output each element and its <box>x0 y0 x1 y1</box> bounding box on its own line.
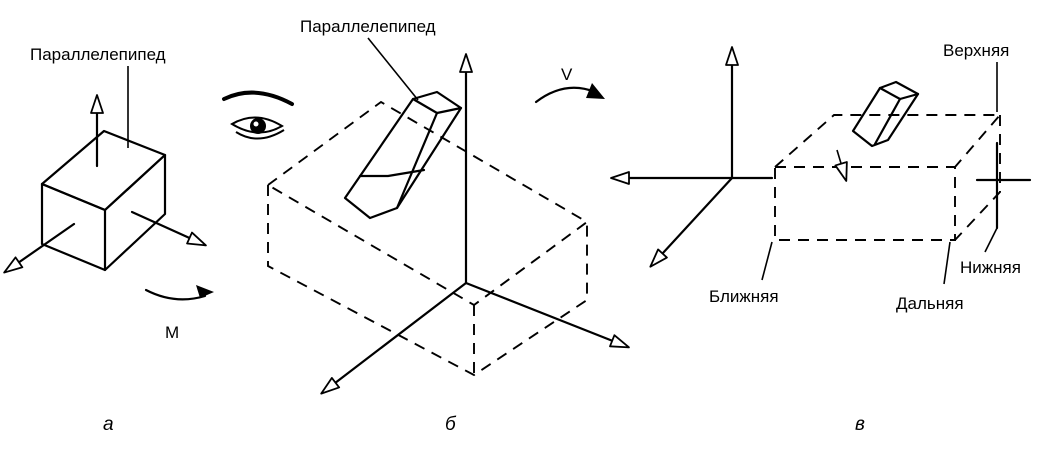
label-bottom: Нижняя <box>960 258 1021 277</box>
leader-b <box>367 37 419 101</box>
label-far: Дальняя <box>896 294 964 313</box>
axis-right-a <box>130 210 207 247</box>
axis-left-b <box>320 281 468 395</box>
rotation-arrow-v <box>534 86 597 104</box>
label-near: Ближняя <box>709 287 779 306</box>
axes-b <box>320 53 630 395</box>
axis-left-a <box>3 222 76 274</box>
eye-icon <box>222 90 294 140</box>
caption-b: б <box>445 414 457 435</box>
dashed-box-c <box>774 114 1003 241</box>
crosshair-c <box>975 141 1032 230</box>
leader-near <box>761 241 773 281</box>
small-parallelepiped-c <box>851 80 920 148</box>
axes-c <box>610 46 774 268</box>
leader-bottom <box>984 227 998 253</box>
rotation-arrow-m <box>144 288 207 301</box>
cube <box>40 129 167 272</box>
panel-c: Верхняя Нижняя Ближняя Дальняя в <box>610 41 1032 435</box>
label-m: M <box>165 323 179 342</box>
leader-far <box>943 241 951 285</box>
panel-b: Параллелепипед V б <box>266 17 630 435</box>
axis-down-c <box>649 176 734 268</box>
view-arrow-c <box>834 149 848 182</box>
small-parallelepiped-b <box>343 90 463 220</box>
caption-a: а <box>103 414 114 435</box>
panel-a: Параллелепипед M а <box>3 45 214 435</box>
label-top: Верхняя <box>943 41 1009 60</box>
label-parallelepiped-a: Параллелепипед <box>30 45 166 64</box>
axes-a <box>3 94 207 274</box>
axis-right-b <box>464 281 630 349</box>
caption-c: в <box>855 414 865 435</box>
label-v: V <box>561 65 573 84</box>
dashed-box-b <box>266 100 589 377</box>
label-parallelepiped-b: Параллелепипед <box>300 17 436 36</box>
